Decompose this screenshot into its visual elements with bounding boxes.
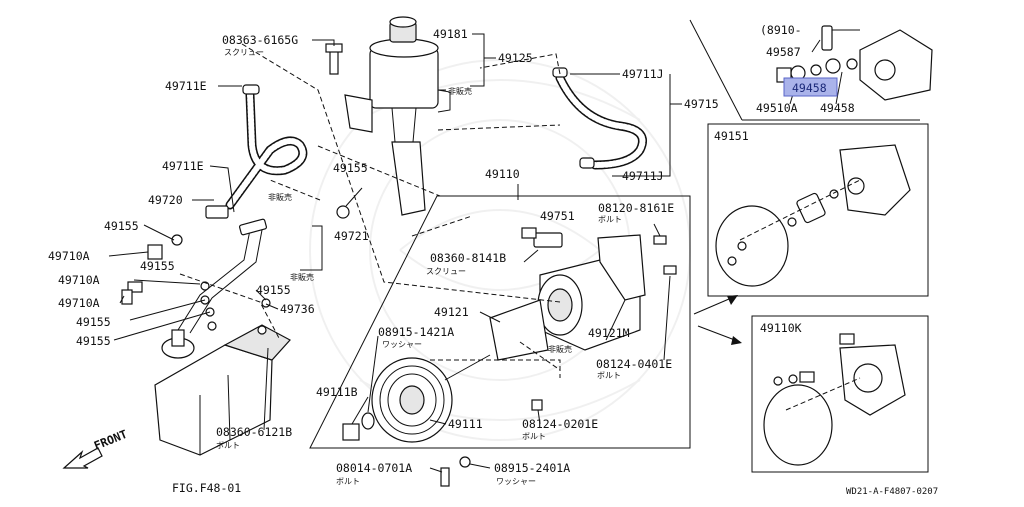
part-number-49710A-2[interactable]: 49710A — [58, 273, 100, 287]
part-number-49736[interactable]: 49736 — [280, 302, 315, 316]
dashed-guides — [179, 43, 561, 378]
inset-arrows — [693, 295, 742, 345]
part-number-49458[interactable]: 49458 — [820, 101, 855, 115]
part-number-49715[interactable]: 49715 — [684, 97, 719, 111]
front-label: FRONT — [92, 427, 129, 453]
bolts-and-washers — [121, 43, 677, 487]
part-number-49155-d[interactable]: 49155 — [256, 283, 291, 297]
part-number-08124-0201E[interactable]: 08124-0201E — [522, 417, 598, 431]
part-number-49181[interactable]: 49181 — [433, 27, 468, 41]
inset-49151 — [707, 123, 929, 297]
steering-gear-box — [154, 324, 291, 456]
leader-lines — [108, 33, 682, 473]
part-number-08360-6121B[interactable]: 08360-6121B — [216, 425, 292, 439]
part-number-49711E-mid[interactable]: 49711E — [162, 159, 204, 173]
part-number-49155-a[interactable]: 49155 — [104, 219, 139, 233]
part-number-49711E-top[interactable]: 49711E — [165, 79, 207, 93]
part-number-08363-6165G[interactable]: 08363-6165G — [222, 33, 298, 47]
pump-assembly-box — [309, 195, 691, 449]
part-number-49710A-1[interactable]: 49710A — [48, 249, 90, 263]
figure-number: FIG.F48-01 — [172, 481, 241, 495]
part-labels: 08363-6165G スクリュー 49181 49125 49711E 非販売… — [48, 27, 938, 497]
part-number-49111B[interactable]: 49111B — [316, 385, 358, 399]
reservoir-tank — [344, 16, 451, 216]
washer-note-1: ワッシャー — [382, 340, 422, 349]
part-number-49587[interactable]: 49587 — [766, 45, 801, 59]
power-steering-pump — [489, 232, 646, 361]
part-number-49110[interactable]: 49110 — [485, 167, 520, 181]
part-number-49155-b[interactable]: 49155 — [333, 161, 368, 175]
part-number-49125[interactable]: 49125 — [498, 51, 533, 65]
part-number-49151[interactable]: 49151 — [714, 129, 749, 143]
part-number-49121[interactable]: 49121 — [434, 305, 469, 319]
not-for-sale-note-3: 非販売 — [290, 272, 314, 282]
inset-49110K — [751, 315, 929, 473]
not-for-sale-note-2: 非販売 — [268, 192, 292, 202]
part-number-49121M[interactable]: 49121M — [588, 326, 630, 340]
part-number-49155-c[interactable]: 49155 — [140, 259, 175, 273]
part-number-49710A-3[interactable]: 49710A — [58, 296, 100, 310]
pipe-49721 — [177, 205, 268, 334]
not-for-sale-note-1: 非販売 — [448, 86, 472, 96]
part-number-49155-f[interactable]: 49155 — [76, 334, 111, 348]
screw-note-1: スクリュー — [224, 48, 264, 57]
part-number-49721[interactable]: 49721 — [334, 229, 369, 243]
washer-note-2: ワッシャー — [496, 477, 536, 486]
inset-top-title: (8910- — [760, 23, 802, 37]
return-hose-49711J — [552, 67, 647, 170]
part-number-49720[interactable]: 49720 — [148, 193, 183, 207]
part-number-49711J-bottom[interactable]: 49711J — [622, 169, 664, 183]
part-number-49751[interactable]: 49751 — [540, 209, 575, 223]
bolt-note-2: ボルト — [597, 371, 621, 380]
highlight-box-49458 — [783, 77, 838, 97]
bolt-note-3: ボルト — [522, 432, 546, 441]
screw-note-2: スクリュー — [426, 267, 466, 276]
document-code: WD21-A-F4807-0207 — [846, 487, 938, 497]
front-direction-arrow: FRONT — [62, 427, 129, 469]
part-number-49110K[interactable]: 49110K — [760, 321, 802, 335]
pressure-hose-49720 — [225, 84, 308, 210]
part-number-49458-highlighted[interactable]: 49458 — [792, 81, 827, 95]
part-number-49510A[interactable]: 49510A — [756, 101, 798, 115]
bolt-note-5: ボルト — [336, 477, 360, 486]
part-number-08915-1421A[interactable]: 08915-1421A — [378, 325, 454, 339]
inset-8910-variant: (8910- — [760, 23, 933, 105]
part-number-08360-8141B[interactable]: 08360-8141B — [430, 251, 506, 265]
part-number-49711J-top[interactable]: 49711J — [622, 67, 664, 81]
part-number-08915-2401A[interactable]: 08915-2401A — [494, 461, 570, 475]
part-number-49111[interactable]: 49111 — [448, 417, 483, 431]
not-for-sale-note-4: 非販売 — [548, 344, 572, 354]
bolt-note-1: ボルト — [598, 215, 622, 224]
part-number-08124-0401E[interactable]: 08124-0401E — [596, 357, 672, 371]
inset-divider — [689, 19, 920, 121]
part-number-49155-e[interactable]: 49155 — [76, 315, 111, 329]
part-number-08120-8161E[interactable]: 08120-8161E — [598, 201, 674, 215]
part-number-08014-0701A[interactable]: 08014-0701A — [336, 461, 412, 475]
bolt-note-4: ボルト — [216, 441, 240, 450]
